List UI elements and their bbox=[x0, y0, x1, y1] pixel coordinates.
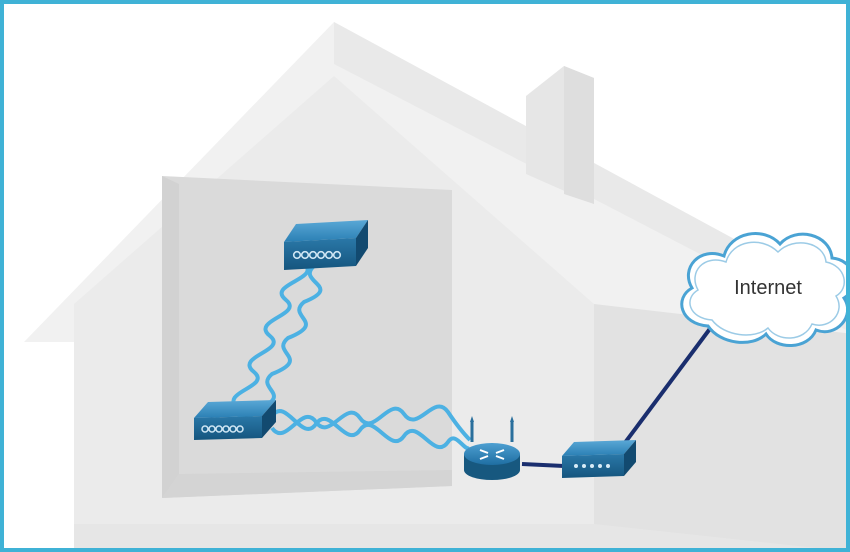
modem-icon bbox=[562, 440, 636, 478]
access-point-top bbox=[284, 220, 368, 270]
network-diagram: Internet bbox=[4, 4, 850, 552]
cloud-label: Internet bbox=[734, 277, 802, 299]
cable-router-modem bbox=[522, 464, 564, 466]
access-point-left bbox=[194, 400, 276, 440]
